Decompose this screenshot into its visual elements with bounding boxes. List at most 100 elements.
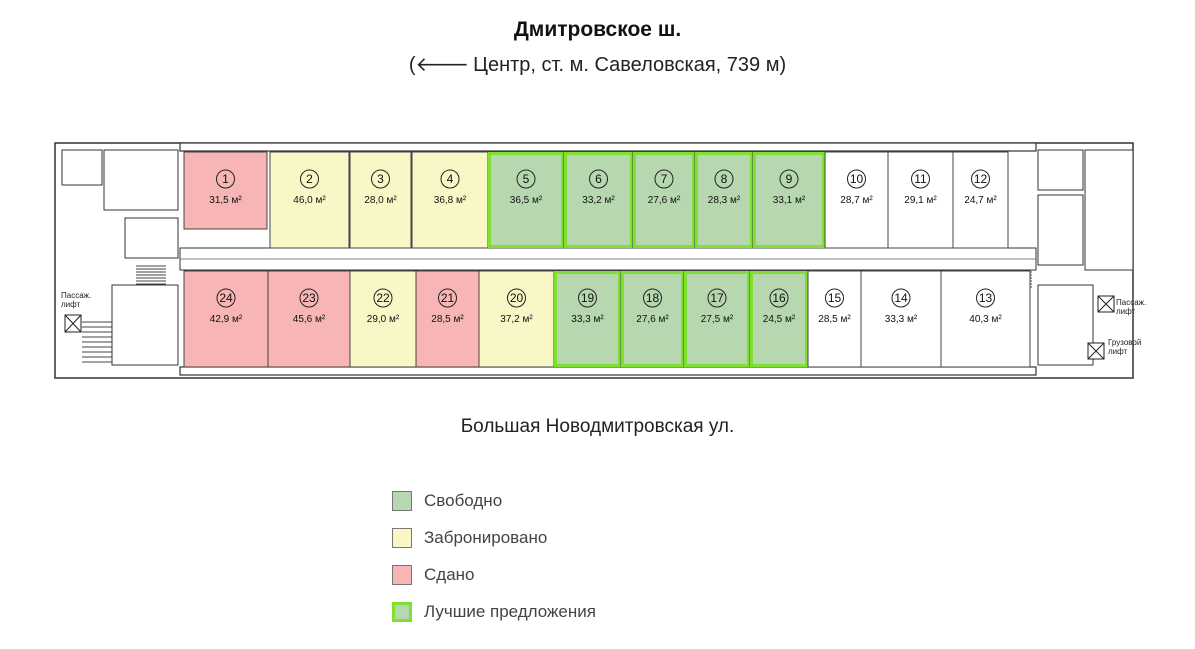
unit-6[interactable]: 633,2 м² — [563, 151, 634, 249]
unit-number: 18 — [646, 291, 660, 305]
unit-number-circle — [578, 288, 597, 308]
unit-area: 27,6 м² — [636, 314, 669, 325]
unit-shape — [183, 151, 268, 230]
unit-shape — [411, 151, 489, 249]
unit-number-circle — [216, 169, 235, 189]
legend-swatch-rented — [392, 564, 412, 585]
unit-number-circle — [911, 169, 930, 189]
unit-number: 11 — [914, 172, 927, 186]
legend-label-reserved: Забронировано — [424, 527, 548, 547]
legend-item-free[interactable]: Свободно — [392, 482, 596, 519]
unit-number: 19 — [581, 291, 595, 305]
unit-number: 8 — [721, 172, 728, 186]
unit-5[interactable]: 5 36,5 м² — [487, 151, 565, 249]
unit-10[interactable]: 10 28,7 м² — [824, 151, 889, 249]
unit-number-circle — [714, 169, 734, 189]
unit-area: 33,3 м² — [571, 314, 604, 325]
unit-number-circle — [847, 169, 866, 189]
unit-area: 28,7 м² — [840, 195, 873, 206]
unit-number-circle — [891, 288, 911, 308]
unit-number: 5 — [523, 172, 530, 186]
unit-shape — [824, 151, 889, 249]
unit-20[interactable]: 20 37,2 м² — [478, 270, 555, 368]
service-room — [124, 217, 179, 259]
legend-item-reserved[interactable]: Забронировано — [392, 519, 596, 556]
unit-number-circle — [507, 288, 526, 308]
service-room — [1037, 194, 1084, 266]
unit-area: 46,0 м² — [293, 195, 326, 206]
legend-swatch-reserved — [392, 527, 412, 548]
unit-number: 4 — [447, 172, 454, 186]
unit-4[interactable]: 436,8 м² — [411, 151, 489, 249]
unit-number-circle — [438, 288, 457, 308]
unit-8[interactable]: 8 28,3 м² — [694, 151, 754, 249]
rooms-layer: 1 31,5 м² 2 46,0 м² 3 28,0 м² 436,8 м² 5 36,5 м²… — [183, 151, 1031, 368]
stairwell — [111, 284, 179, 366]
unit-number: 20 — [510, 291, 524, 305]
map-subtitle: (🡐Центр, ст. м. Савеловская, 739 м) — [0, 52, 1195, 77]
unit-shape — [807, 270, 862, 368]
unit-number: 10 — [850, 172, 864, 186]
unit-area: 28,0 м² — [364, 195, 397, 206]
unit-9[interactable]: 933,1 м² — [752, 151, 826, 249]
unit-number: 2 — [306, 172, 313, 186]
unit-shape — [860, 270, 942, 368]
unit-3[interactable]: 3 28,0 м² — [349, 151, 412, 249]
unit-2[interactable]: 2 46,0 м² — [269, 151, 350, 249]
best-offer-border — [695, 152, 753, 248]
unit-number: 1 — [222, 172, 229, 186]
unit-area: 40,3 м² — [969, 314, 1002, 325]
unit-number-circle — [373, 288, 393, 308]
unit-1[interactable]: 1 31,5 м² — [183, 151, 268, 230]
best-offer-border — [488, 152, 564, 248]
unit-7[interactable]: 727,6 м² — [632, 151, 696, 249]
legend-label-best: Лучшие предложения — [424, 601, 596, 621]
unit-number: 3 — [377, 172, 384, 186]
unit-area: 27,6 м² — [648, 195, 681, 206]
unit-area: 31,5 м² — [209, 195, 242, 206]
best-offer-border — [554, 271, 621, 367]
legend-item-best[interactable]: Лучшие предложения — [392, 593, 596, 630]
unit-area: 28,3 м² — [708, 195, 741, 206]
unit-shape — [952, 151, 1009, 249]
unit-number-circle — [440, 169, 460, 189]
unit-number-circle — [299, 288, 319, 308]
subtitle-text: Центр, ст. м. Савеловская, 739 м) — [473, 54, 787, 76]
unit-19[interactable]: 19 33,3 м² — [553, 270, 622, 368]
unit-area: 24,7 м² — [964, 195, 997, 206]
unit-number-circle — [825, 288, 844, 308]
unit-area: 37,2 м² — [500, 314, 533, 325]
unit-shape — [632, 151, 696, 249]
lift-cross-icon — [1087, 342, 1105, 360]
unit-area: 45,6 м² — [293, 314, 326, 325]
legend: Свободно Забронировано Сдано Лучшие пред… — [392, 482, 596, 630]
legend-item-rented[interactable]: Сдано — [392, 556, 596, 593]
unit-number-circle — [516, 169, 536, 189]
unit-number-circle — [971, 169, 990, 189]
unit-area: 36,5 м² — [510, 195, 543, 206]
unit-number-circle — [216, 288, 236, 308]
unit-number-circle — [589, 169, 608, 189]
unit-18[interactable]: 18 27,6 м² — [620, 270, 685, 368]
map-title: Дмитровское ш. — [513, 18, 682, 41]
unit-shape — [683, 270, 751, 368]
legend-swatch-best — [392, 601, 412, 622]
unit-number: 6 — [595, 172, 602, 186]
unit-number-circle — [976, 288, 995, 308]
unit-number: 14 — [894, 291, 908, 305]
unit-area: 28,5 м² — [818, 314, 851, 325]
unit-number-circle — [643, 288, 662, 308]
